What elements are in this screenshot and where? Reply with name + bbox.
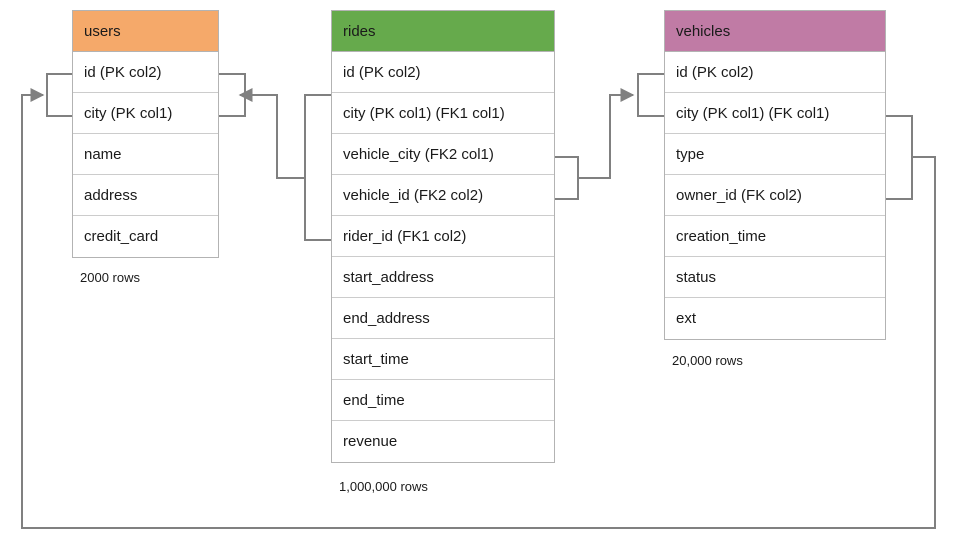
row-count-rides: 1,000,000 rows [339, 479, 428, 494]
field-vehicles-id[interactable]: id (PK col2) [665, 52, 885, 93]
field-vehicles-status[interactable]: status [665, 257, 885, 298]
entity-vehicles[interactable]: vehicles id (PK col2) city (PK col1) (FK… [664, 10, 886, 340]
row-count-vehicles: 20,000 rows [672, 353, 743, 368]
field-rides-id[interactable]: id (PK col2) [332, 52, 554, 93]
row-count-users: 2000 rows [80, 270, 140, 285]
field-rides-end-time[interactable]: end_time [332, 380, 554, 421]
field-users-city[interactable]: city (PK col1) [73, 93, 218, 134]
field-vehicles-creation-time[interactable]: creation_time [665, 216, 885, 257]
entity-rides-header: rides [332, 11, 554, 52]
field-users-name[interactable]: name [73, 134, 218, 175]
entity-rides[interactable]: rides id (PK col2) city (PK col1) (FK1 c… [331, 10, 555, 463]
field-rides-vehicle-city[interactable]: vehicle_city (FK2 col1) [332, 134, 554, 175]
connector-rides-vehicle-to-vehicles [555, 73, 664, 200]
field-users-credit-card[interactable]: credit_card [73, 216, 218, 257]
entity-vehicles-header: vehicles [665, 11, 885, 52]
field-rides-revenue[interactable]: revenue [332, 421, 554, 462]
field-rides-rider-id[interactable]: rider_id (FK1 col2) [332, 216, 554, 257]
connector-rides-rider-to-users [219, 73, 331, 241]
field-rides-start-time[interactable]: start_time [332, 339, 554, 380]
field-vehicles-type[interactable]: type [665, 134, 885, 175]
field-users-id[interactable]: id (PK col2) [73, 52, 218, 93]
field-rides-city[interactable]: city (PK col1) (FK1 col1) [332, 93, 554, 134]
field-users-address[interactable]: address [73, 175, 218, 216]
entity-users-header: users [73, 11, 218, 52]
field-rides-vehicle-id[interactable]: vehicle_id (FK2 col2) [332, 175, 554, 216]
field-vehicles-owner-id[interactable]: owner_id (FK col2) [665, 175, 885, 216]
field-rides-start-address[interactable]: start_address [332, 257, 554, 298]
field-vehicles-ext[interactable]: ext [665, 298, 885, 339]
field-rides-end-address[interactable]: end_address [332, 298, 554, 339]
entity-users[interactable]: users id (PK col2) city (PK col1) name a… [72, 10, 219, 258]
field-vehicles-city[interactable]: city (PK col1) (FK col1) [665, 93, 885, 134]
